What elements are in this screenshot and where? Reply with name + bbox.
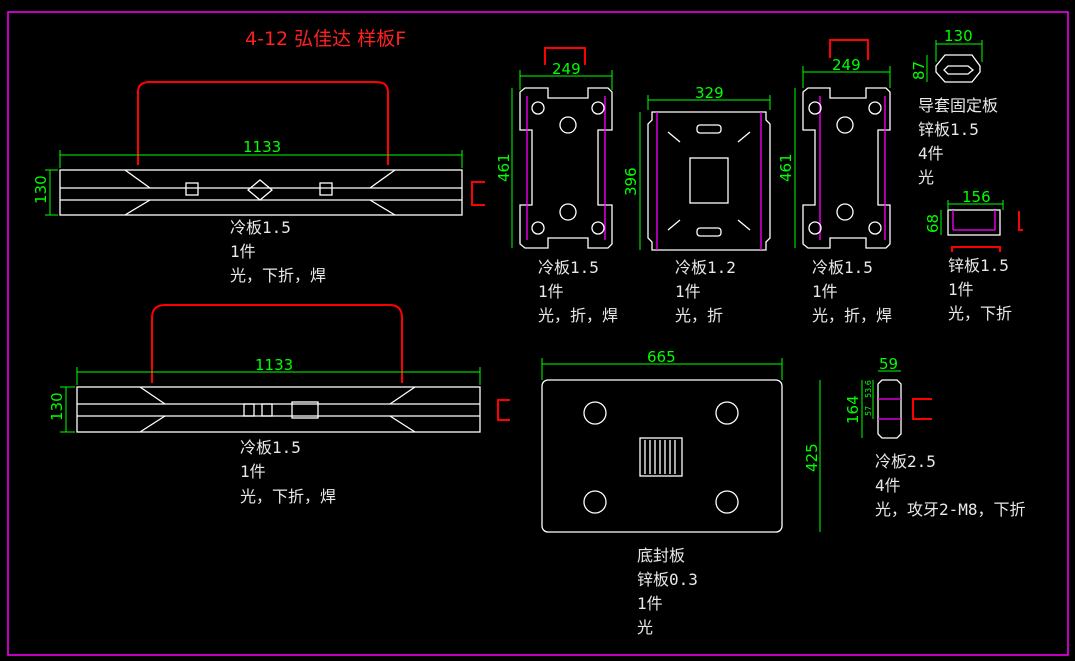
part-side-plate-left: 249 461 冷板1.5 1件 光，折，焊 (495, 47, 618, 325)
part-small-plate: 156 68 锌板1.5 1件 光，下折 (924, 188, 1023, 323)
dim-width: 249 (552, 60, 581, 78)
process-note: 光，下折 (948, 304, 1012, 323)
quantity-note: 1件 (675, 282, 701, 301)
dim-height: 425 (803, 443, 821, 472)
dim-height: 461 (495, 153, 513, 182)
part-center-plate: 329 396 冷板1.2 1件 光，折 (622, 84, 771, 325)
material-note: 冷板1.5 (812, 258, 873, 277)
sub-dim-1: 53.6 (864, 380, 873, 398)
part-name-note: 导套固定板 (918, 96, 998, 115)
process-note: 光，攻牙2-M8，下折 (875, 500, 1026, 519)
process-note: 光，下折，焊 (240, 487, 336, 506)
dim-height: 130 (48, 392, 66, 421)
quantity-note: 1件 (538, 282, 564, 301)
dim-width: 249 (832, 56, 861, 74)
dim-width: 59 (879, 355, 898, 373)
part-guide-plate: 130 87 导套固定板 锌板1.5 4件 光 (910, 27, 998, 187)
dim-width: 1133 (243, 138, 281, 156)
dim-width: 665 (647, 348, 676, 366)
process-note: 光，折 (675, 306, 723, 325)
material-note: 冷板2.5 (875, 452, 936, 471)
dim-width: 130 (944, 27, 973, 45)
quantity-note: 1件 (240, 462, 266, 481)
material-note: 锌板1.5 (918, 120, 979, 139)
dim-height: 130 (32, 175, 50, 204)
part-side-plate-right: 249 461 冷板1.5 1件 光，折，焊 (777, 39, 892, 325)
part-bracket: 59 164 53.6 57 冷板2.5 4件 光，攻牙2-M8，下折 (844, 355, 1026, 519)
part-long-plate-1: 1133 130 冷板1.5 1件 光，下折，焊 (32, 81, 485, 285)
dim-height: 87 (910, 61, 928, 80)
dim-width: 1133 (255, 356, 293, 374)
dim-height: 164 (844, 395, 862, 424)
dim-height: 461 (777, 153, 795, 182)
material-note: 冷板1.5 (538, 258, 599, 277)
quantity-note: 1件 (637, 594, 663, 613)
process-note: 光 (637, 618, 653, 637)
material-note: 冷板1.5 (240, 438, 301, 457)
drawing-title: 4-12 弘佳达 样板F (245, 28, 406, 50)
dim-height: 68 (924, 214, 942, 233)
dim-width: 156 (962, 188, 991, 206)
part-long-plate-2: 1133 130 冷板1.5 1件 光，下折，焊 (48, 304, 510, 506)
dim-width: 329 (695, 84, 724, 102)
material-note: 锌板1.5 (948, 256, 1009, 275)
quantity-note: 1件 (812, 282, 838, 301)
quantity-note: 1件 (948, 280, 974, 299)
quantity-note: 4件 (875, 476, 901, 495)
drawing-border (7, 11, 1069, 656)
part-name-note: 底封板 (637, 546, 685, 565)
material-note: 冷板1.5 (230, 218, 291, 237)
quantity-note: 4件 (918, 144, 944, 163)
sub-dim-2: 57 (864, 406, 873, 416)
process-note: 光，下折，焊 (230, 266, 326, 285)
process-note: 光，折，焊 (538, 306, 618, 325)
quantity-note: 1件 (230, 242, 256, 261)
material-note: 冷板1.2 (675, 258, 736, 277)
dim-height: 396 (622, 167, 640, 196)
material-note: 锌板0.3 (637, 570, 698, 589)
process-note: 光，折，焊 (812, 306, 892, 325)
process-note: 光 (918, 168, 934, 187)
part-bottom-cover: 665 425 底封板 锌板0.3 1件 光 (541, 348, 821, 637)
